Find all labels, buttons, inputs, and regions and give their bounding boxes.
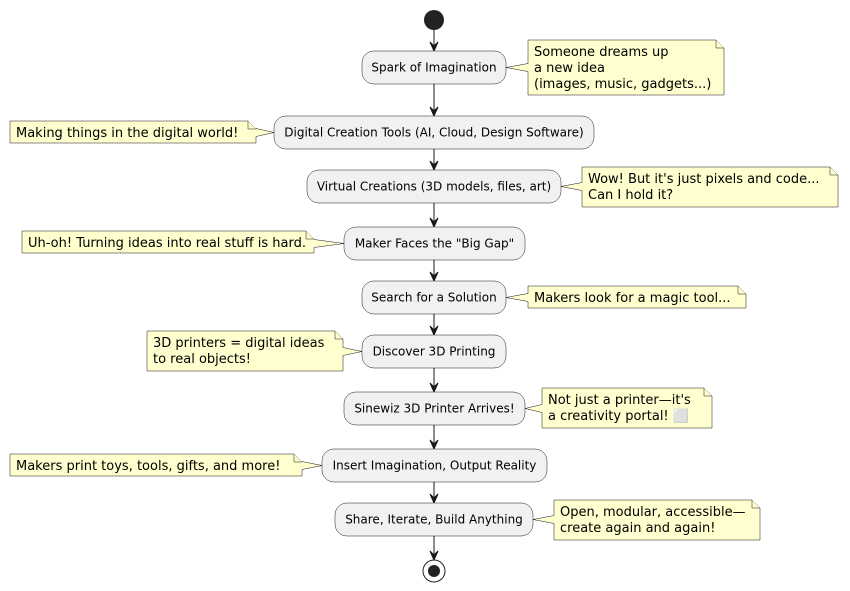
note-shape <box>505 285 747 309</box>
activity-label: Digital Creation Tools (AI, Cloud, Desig… <box>284 126 583 140</box>
note-text-line: to real objects! <box>153 352 251 367</box>
note-fold <box>829 167 838 176</box>
arrowhead <box>429 493 439 505</box>
end-node <box>422 559 446 583</box>
note-tools: Making things in the digital world! <box>9 120 275 144</box>
note-text-line: (images, music, gadgets...) <box>534 77 711 92</box>
note-sinewiz: Not just a printer—it'sa creativity port… <box>524 387 713 429</box>
note-fold <box>715 40 724 49</box>
note-fold <box>334 331 343 340</box>
note-text-line: Makers print toys, tools, gifts, and mor… <box>16 459 280 474</box>
note-spark: Someone dreams upa new idea(images, musi… <box>505 39 725 96</box>
note-fold <box>293 454 302 463</box>
flow-arrow <box>429 314 439 337</box>
start-node <box>424 10 444 30</box>
note-text-line: create again and again! <box>560 521 715 536</box>
arrowhead <box>429 217 439 229</box>
flow-arrow <box>429 536 439 562</box>
note-text-line: Can I hold it? <box>588 188 673 203</box>
arrowhead <box>429 106 439 118</box>
note-insert: Makers print toys, tools, gifts, and mor… <box>9 453 323 477</box>
arrowhead <box>429 439 439 451</box>
flow-arrow <box>429 482 439 505</box>
note-gap: Uh-oh! Turning ideas into real stuff is … <box>21 230 345 254</box>
end-node-dot <box>428 565 440 577</box>
note-shape <box>560 166 839 208</box>
note-text-line: Makers look for a magic tool... <box>534 291 731 306</box>
note-text-line: a new idea <box>534 61 605 76</box>
arrowhead <box>429 41 439 53</box>
note-fold <box>305 231 314 240</box>
activity-sinewiz: Sinewiz 3D Printer Arrives! <box>343 391 526 426</box>
flow-arrow <box>429 260 439 283</box>
note-shape <box>9 120 275 144</box>
note-shape <box>505 39 725 96</box>
arrowhead <box>429 325 439 337</box>
note-fold <box>737 286 746 295</box>
note-text-line: Making things in the digital world! <box>16 126 238 141</box>
note-fold <box>703 388 712 397</box>
note-shape <box>524 387 713 429</box>
note-virtual: Wow! But it's just pixels and code...Can… <box>560 166 839 208</box>
arrowhead <box>429 550 439 562</box>
activity-spark: Spark of Imagination <box>361 50 507 85</box>
flow-arrow <box>429 149 439 172</box>
note-text-line: Not just a printer—it's <box>548 393 691 408</box>
activity-search: Search for a Solution <box>361 280 507 315</box>
activity-label: Sinewiz 3D Printer Arrives! <box>354 402 514 416</box>
flow-arrow <box>429 203 439 229</box>
activity-label: Search for a Solution <box>371 291 496 305</box>
flow-arrow <box>429 425 439 451</box>
activity-label: Discover 3D Printing <box>373 345 496 359</box>
activity-label: Maker Faces the "Big Gap" <box>355 237 514 251</box>
flow-arrow <box>429 84 439 118</box>
activity-label: Insert Imagination, Output Reality <box>333 459 537 473</box>
arrowhead <box>429 160 439 172</box>
flow-arrow <box>429 30 439 53</box>
activity-label: Share, Iterate, Build Anything <box>345 513 523 527</box>
note-text-line: Wow! But it's just pixels and code... <box>588 172 819 187</box>
arrowhead <box>429 271 439 283</box>
note-text-line: Open, modular, accessible— <box>560 505 746 520</box>
note-text-line: 3D printers = digital ideas <box>153 336 325 351</box>
note-share: Open, modular, accessible—create again a… <box>532 499 761 541</box>
activity-tools: Digital Creation Tools (AI, Cloud, Desig… <box>273 115 595 150</box>
note-text-line: Someone dreams up <box>534 45 669 60</box>
activity-label: Virtual Creations (3D models, files, art… <box>317 180 551 194</box>
note-fold <box>751 500 760 509</box>
note-shape <box>532 499 761 541</box>
activity-virtual: Virtual Creations (3D models, files, art… <box>306 169 562 204</box>
note-text-line: a creativity portal! ⬜ <box>548 408 689 424</box>
arrowhead <box>429 382 439 394</box>
activity-discover: Discover 3D Printing <box>361 334 507 369</box>
activity-insert: Insert Imagination, Output Reality <box>321 448 548 483</box>
note-fold <box>247 121 256 130</box>
activity-gap: Maker Faces the "Big Gap" <box>343 226 526 261</box>
flow-arrow <box>429 368 439 394</box>
activity-label: Spark of Imagination <box>371 61 496 75</box>
note-search: Makers look for a magic tool... <box>505 285 747 309</box>
activity-share: Share, Iterate, Build Anything <box>334 502 534 537</box>
note-text-line: Uh-oh! Turning ideas into real stuff is … <box>28 236 306 251</box>
